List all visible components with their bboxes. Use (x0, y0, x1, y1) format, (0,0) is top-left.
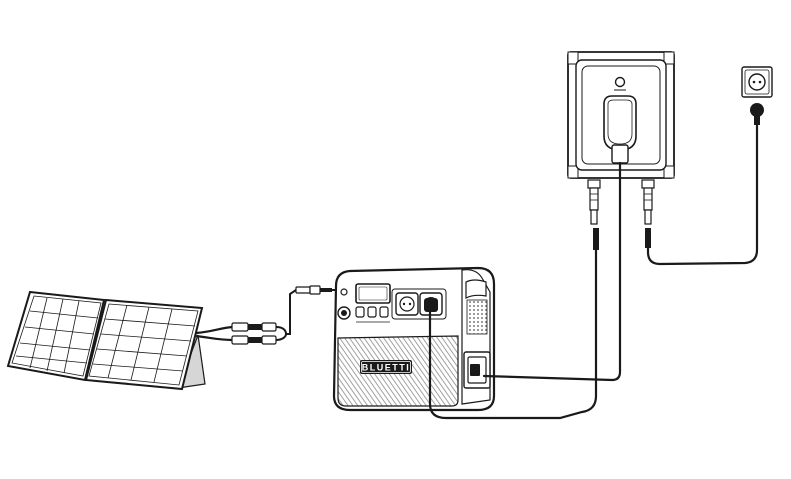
mc4-connector-bottom (231, 335, 277, 345)
cable-gland-left (587, 179, 601, 250)
cable-station-output-to-box (428, 248, 598, 420)
power-station-icon: BLUETTI (332, 266, 496, 412)
lcd-display (355, 283, 391, 304)
vent-grille (466, 299, 488, 335)
dc-plug (295, 286, 311, 294)
wall-plug (750, 103, 764, 117)
inlet-plug (611, 144, 629, 164)
control-buttons (355, 306, 390, 323)
transfer-switch-icon (567, 51, 675, 250)
ac-plug (424, 298, 438, 312)
wall-socket-icon (741, 66, 773, 125)
solar-panel-icon (6, 290, 206, 391)
brand-logo: BLUETTI (360, 360, 412, 374)
cables (428, 123, 759, 420)
mc4-connector-top (231, 322, 277, 332)
solar-panel-right (84, 298, 204, 391)
ac-outlet-left (395, 292, 419, 316)
handle (465, 279, 487, 299)
indicator-light (614, 76, 626, 88)
mc4-cable (195, 285, 340, 345)
cable-wall-to-box (646, 123, 759, 266)
ac-input-panel (463, 351, 491, 389)
dc-input-port (340, 288, 348, 296)
brand-label: BLUETTI (362, 363, 411, 373)
cable-inlet-to-station (482, 161, 622, 382)
inlet-socket (603, 95, 637, 151)
cable-gland-right (641, 179, 655, 248)
